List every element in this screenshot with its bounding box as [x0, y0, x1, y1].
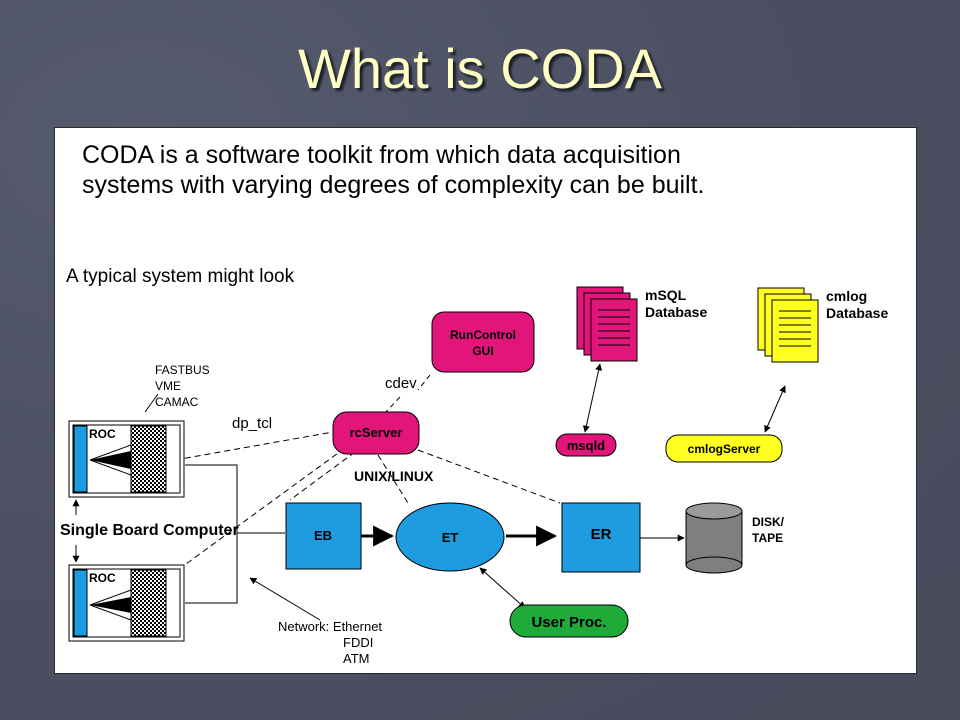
- cmlogserver-label: cmlogServer: [688, 442, 761, 456]
- er-label: ER: [591, 526, 612, 543]
- bus-label-fastbus: FASTBUS: [155, 363, 210, 377]
- solid-arrows: [72, 363, 786, 621]
- link-runcontrol-cdev: [417, 374, 431, 391]
- intro-line-1: CODA is a software toolkit from which da…: [82, 141, 681, 169]
- msqld-node: [555, 433, 617, 457]
- link-rcserver-eb: [289, 451, 356, 501]
- eb-node: [285, 502, 362, 570]
- network-label-3: ATM: [343, 651, 369, 666]
- runcontrol-label-1: RunControl: [450, 328, 516, 342]
- slide-title: What is CODA: [297, 37, 663, 100]
- cmlogserver-node: [665, 434, 783, 463]
- unix-linux-label: UNIX/LINUX: [354, 468, 434, 484]
- user-proc-node: [509, 604, 629, 638]
- network-label-1: Network: Ethernet: [278, 619, 382, 634]
- arrow-network: [249, 577, 321, 621]
- roc-top-label: ROC: [89, 427, 116, 441]
- et-node: [395, 502, 505, 572]
- cmlog-db-label-1: cmlog: [826, 288, 867, 304]
- link-rcserver-roc-bottom: [174, 447, 346, 573]
- link-roc-rcserver: [174, 431, 334, 461]
- dashed-links: [174, 431, 561, 573]
- link-cdev-rcserver: [384, 396, 401, 414]
- msqld-label: msqld: [567, 438, 605, 453]
- disk-icon: [685, 502, 743, 574]
- caption: A typical system might look: [66, 266, 295, 287]
- arrow-et-userproc: [479, 567, 526, 609]
- disk-label-2: TAPE: [752, 531, 783, 545]
- network-label-2: FDDI: [343, 635, 373, 650]
- runcontrol-gui-node: [431, 311, 535, 373]
- bus-label-camac: CAMAC: [155, 395, 199, 409]
- arrow-msql-msqld: [582, 363, 603, 433]
- roc-bottom-board: [68, 564, 185, 642]
- msql-database-icon: [576, 286, 638, 362]
- et-label: ET: [442, 530, 459, 545]
- cmlog-db-label-2: Database: [826, 305, 888, 321]
- roc-bottom-label: ROC: [89, 571, 116, 585]
- rcserver-node: [332, 411, 420, 455]
- intro-text: CODA is a software toolkit from which da…: [82, 140, 705, 200]
- link-rcserver-er: [417, 449, 561, 504]
- roc-top-board: [68, 420, 185, 498]
- sbc-label: Single Board Computer: [60, 522, 239, 539]
- arrow-cmlog: [764, 385, 786, 433]
- msql-db-label-1: mSQL: [645, 287, 687, 303]
- runcontrol-label-2: GUI: [472, 344, 493, 358]
- eb-label: EB: [314, 528, 332, 543]
- bus-pointer-line: [144, 393, 159, 413]
- bus-label-vme: VME: [155, 379, 181, 393]
- intro-line-2: systems with varying degrees of complexi…: [82, 171, 705, 199]
- cmlog-database-icon: [757, 287, 819, 363]
- dp-tcl-label: dp_tcl: [232, 415, 272, 432]
- cdev-label: cdev: [385, 375, 417, 392]
- user-proc-label: User Proc.: [531, 614, 606, 631]
- network-wires: [185, 464, 285, 604]
- network-bus: [185, 464, 238, 604]
- er-node: [561, 502, 641, 573]
- disk-label-1: DISK/: [752, 515, 785, 529]
- msql-db-label-2: Database: [645, 304, 707, 320]
- rcserver-label: rcServer: [350, 425, 403, 440]
